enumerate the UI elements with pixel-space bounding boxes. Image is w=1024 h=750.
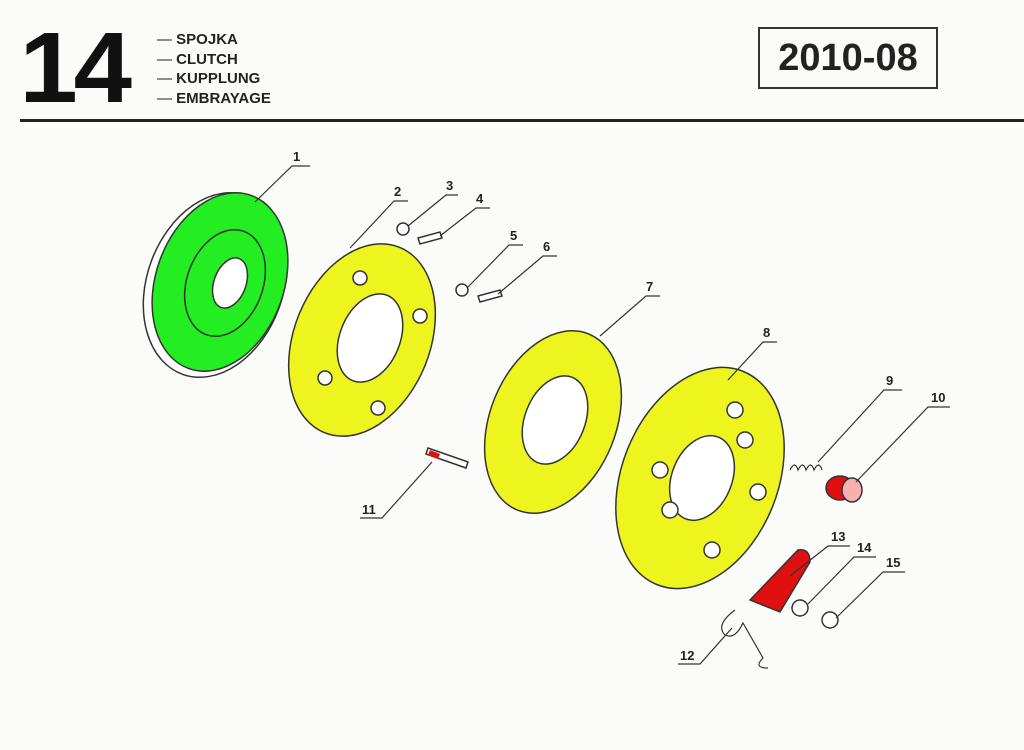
callout-13: 13 bbox=[831, 529, 845, 544]
callout-10: 10 bbox=[931, 390, 945, 405]
callout-3: 3 bbox=[446, 178, 453, 193]
callout-7: 7 bbox=[646, 279, 653, 294]
callout-12: 12 bbox=[680, 648, 694, 663]
part-7-plate[interactable] bbox=[459, 310, 647, 533]
callout-4: 4 bbox=[476, 191, 484, 206]
title-de: KUPPLUNG bbox=[157, 69, 271, 89]
callout-9: 9 bbox=[886, 373, 893, 388]
section-titles: SPOJKA CLUTCH KUPPLUNG EMBRAYAGE bbox=[157, 30, 271, 108]
chapter-number: 14 bbox=[19, 12, 132, 124]
part-13-lever[interactable] bbox=[748, 549, 811, 613]
callout-5: 5 bbox=[510, 228, 517, 243]
title-fr: EMBRAYAGE bbox=[157, 89, 271, 109]
callout-8: 8 bbox=[763, 325, 770, 340]
callout-2: 2 bbox=[394, 184, 401, 199]
part-3-washer[interactable] bbox=[396, 222, 410, 236]
part-10-bush[interactable] bbox=[825, 475, 863, 503]
callouts: 1 2 3 4 5 6 7 8 9 10 11 12 13 14 15 bbox=[254, 149, 950, 665]
part-9-spring[interactable] bbox=[789, 464, 823, 472]
part-4-bolt[interactable] bbox=[417, 231, 443, 245]
title-en: CLUTCH bbox=[157, 50, 271, 70]
callout-11: 11 bbox=[362, 502, 376, 517]
part-1-clutch-disc[interactable] bbox=[119, 172, 312, 397]
header-divider bbox=[20, 119, 1024, 122]
callout-6: 6 bbox=[543, 239, 550, 254]
part-6-screw[interactable] bbox=[477, 289, 503, 303]
callout-15: 15 bbox=[886, 555, 900, 570]
part-15-nut[interactable] bbox=[821, 611, 839, 629]
part-12-spring-clip[interactable] bbox=[721, 609, 769, 669]
title-cz: SPOJKA bbox=[157, 30, 271, 50]
callout-14: 14 bbox=[857, 540, 872, 555]
part-11-highlight bbox=[428, 450, 440, 459]
part-8-disc-plate[interactable] bbox=[585, 342, 816, 614]
part-2-pressure-plate[interactable] bbox=[261, 222, 462, 458]
part-5-nut[interactable] bbox=[455, 283, 469, 297]
callout-1: 1 bbox=[293, 149, 300, 164]
page-code-box: 2010-08 bbox=[758, 27, 938, 89]
part-14-pin[interactable] bbox=[791, 599, 809, 617]
